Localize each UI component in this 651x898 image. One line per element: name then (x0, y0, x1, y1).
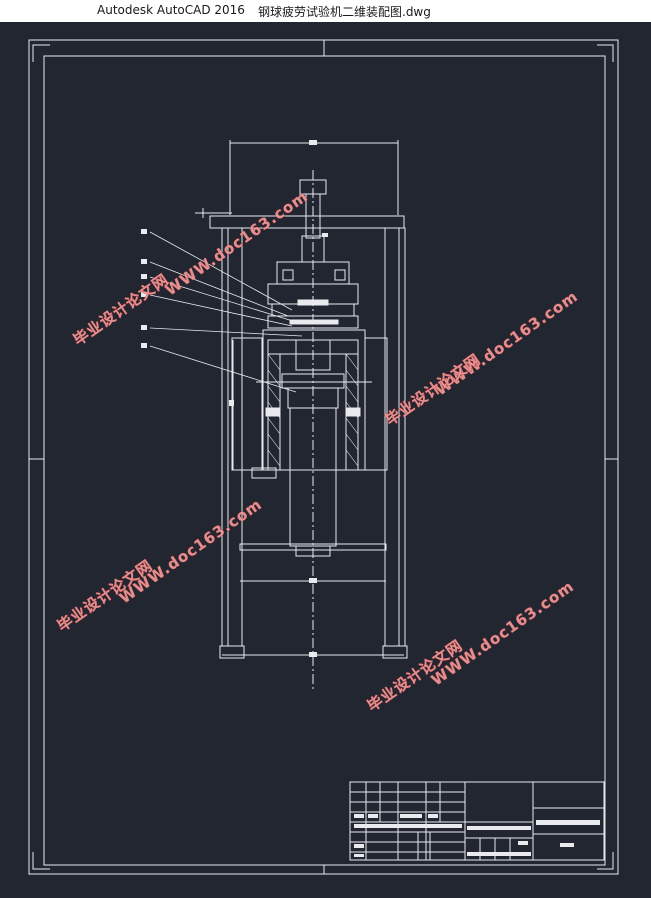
app-title: Autodesk AutoCAD 2016 (97, 3, 245, 17)
leader-line-1 (149, 231, 293, 311)
watermark-cn-1: 毕业设计论文网 (70, 270, 172, 349)
corner-mark-tl (32, 44, 50, 62)
watermark-layer: WWW.doc163.com 毕业设计论文网 WWW.doc163.com 毕业… (54, 187, 582, 716)
base-foot-right (382, 645, 408, 659)
watermark-url-4: WWW.doc163.com (428, 577, 577, 689)
leader-line-2 (149, 261, 289, 317)
callout-marker-5 (141, 325, 147, 330)
leader-line-5 (149, 327, 303, 337)
top-plate (209, 215, 405, 229)
cad-drawing[interactable]: WWW.doc163.com 毕业设计论文网 WWW.doc163.com 毕业… (0, 22, 651, 894)
callout-marker-4 (141, 292, 147, 297)
outer-frame (28, 39, 619, 875)
leader-line-4 (149, 294, 293, 327)
callout-marker-1 (141, 229, 147, 234)
corner-mark-tr (597, 44, 614, 62)
leader-line-3 (149, 276, 297, 323)
window-titlebar: Autodesk AutoCAD 2016 钢球疲劳试验机二维装配图.dwg (0, 0, 651, 22)
file-title: 钢球疲劳试验机二维装配图.dwg (258, 5, 431, 19)
callout-marker-6 (141, 343, 147, 348)
corner-mark-br (597, 852, 614, 870)
base-foot-left (219, 645, 245, 659)
column-right (384, 227, 406, 647)
inner-frame (43, 55, 606, 866)
title-block (349, 781, 605, 861)
watermark-url-3: WWW.doc163.com (116, 495, 265, 607)
bottom-crossbar (239, 543, 387, 551)
watermark-url-1: WWW.doc163.com (162, 187, 311, 299)
leader-line-6 (149, 345, 297, 393)
callout-marker-2 (141, 259, 147, 264)
drawing-canvas[interactable]: WWW.doc163.com 毕业设计论文网 WWW.doc163.com 毕业… (0, 22, 651, 894)
corner-mark-bl (32, 852, 50, 870)
callout-marker-3 (141, 274, 147, 279)
watermark-cn-2: 毕业设计论文网 (382, 350, 484, 429)
